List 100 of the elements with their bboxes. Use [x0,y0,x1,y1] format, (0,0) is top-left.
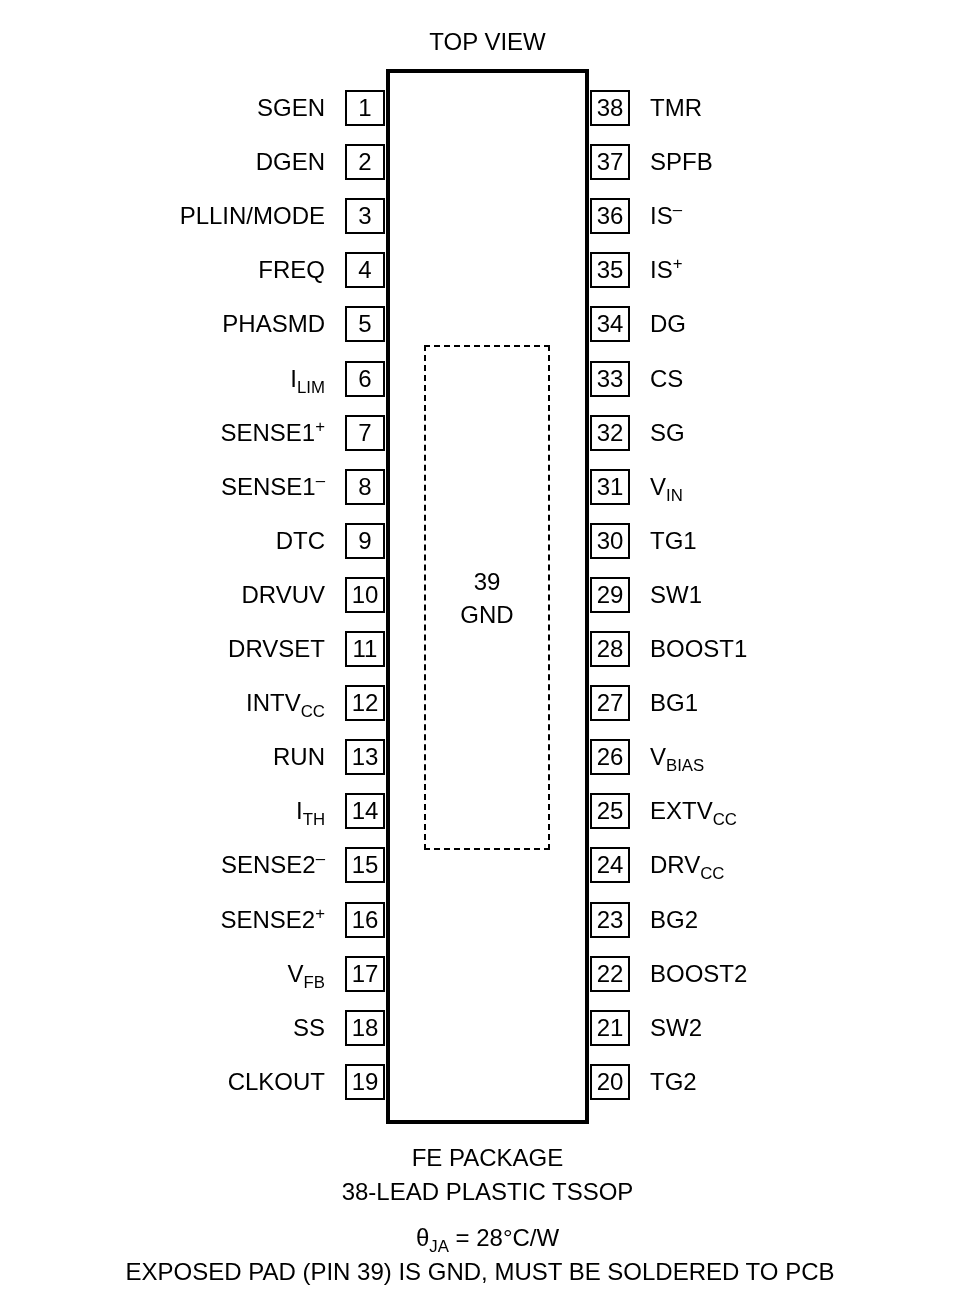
pin-box [590,144,630,181]
pin-box [345,955,385,992]
pin-number: 22 [596,959,624,988]
pin-name: SGEN [257,93,325,123]
pin-box [590,685,630,722]
pin-name: DGEN [255,147,325,178]
pin-number: 21 [596,1013,624,1042]
pin-box [590,468,630,505]
pin-box [590,631,630,667]
pin-number: 18 [351,1013,379,1042]
pin-box [590,306,630,343]
pin-name: TG2 [650,1066,697,1097]
pin-name: SG [650,417,685,448]
pin-box [345,468,385,505]
pin-box [345,252,385,289]
pin-number: 30 [596,526,624,555]
pin-name: CS [650,363,684,394]
pin-box [590,90,630,126]
pin-box [590,901,630,938]
pin-box [590,847,630,884]
pin-box [590,198,630,235]
pin-box [590,414,630,451]
pin-number: 16 [351,905,379,934]
pin-number: 20 [596,1067,624,1096]
exposed-pad [424,345,550,850]
pin-number: 36 [596,202,624,231]
view-title: TOP VIEW [429,28,546,56]
pin-number: 29 [596,580,624,609]
pin-name: RUN [273,742,325,773]
pin-number: 13 [351,743,379,772]
pin-number: 7 [358,418,372,447]
pin-name: BOOST2 [650,958,748,989]
pin-name: CLKOUT [227,1066,325,1097]
pin-name: SS [293,1012,325,1043]
pin-name: IS$^{–}$ [650,199,683,232]
pin-number: 19 [351,1067,379,1096]
pin-number: 23 [596,905,624,934]
pin-number: 14 [351,797,379,826]
pin-name: EXTV$_{CC}$ [650,796,737,830]
pin-name: DRV$_{CC}$ [650,850,725,884]
pin-name: PLLIN/MODE [179,201,325,232]
pin-name: I$_{TH}$ [295,796,325,830]
pin-number: 31 [596,472,624,501]
pin-number: 35 [596,256,624,285]
pin-box [590,739,630,776]
pin-number: 17 [351,959,379,988]
pin-name: V$_{IN}$ [650,471,683,505]
pin-box [345,90,385,126]
pin-number: 38 [596,94,624,122]
pin-box [345,631,385,667]
pin-box [590,522,630,559]
pin-number: 1 [358,94,372,122]
pin-number: 28 [596,635,624,663]
pin-box [345,793,385,830]
pin-number: 37 [596,148,624,177]
pin-name: TG1 [650,525,697,556]
pin-name: SENSE2$^{+}$ [220,902,325,935]
pin-number: 10 [351,580,379,609]
pin-box [590,252,630,289]
pin-number: 32 [596,418,624,447]
pin-box [345,901,385,938]
pin-number: 4 [358,256,372,285]
pin-name: V$_{FB}$ [287,958,325,992]
pin-number: 33 [596,364,624,393]
pin-box [345,414,385,451]
pin-name: BG1 [650,688,699,719]
pin-number: 15 [351,851,379,880]
pin-box [590,360,630,397]
pin-number: 26 [596,743,624,772]
pin-name: FREQ [258,255,325,286]
pin-number: 25 [596,797,624,826]
pin-name: SENSE1$^{–}$ [220,469,325,502]
pin-box [345,360,385,397]
pin-box [345,198,385,235]
pin-box [590,793,630,830]
pin-number: 11 [352,635,378,663]
pin-box [590,576,630,613]
pin-number: 12 [351,689,379,718]
pin-box [345,685,385,722]
pin-box [345,847,385,884]
pad-label: GND [460,599,514,630]
pin-name: BOOST1 [650,634,748,664]
pin-name: BG2 [650,904,699,935]
pin-number: 3 [358,202,372,231]
pin-box [345,1009,385,1046]
pin-box [590,955,630,992]
pin-number: 27 [596,689,624,718]
pin-name: TMR [650,93,702,123]
package-note: 38-LEAD PLASTIC TSSOP [341,1178,634,1206]
pin-number: 2 [358,148,372,177]
pin-box [345,1063,385,1100]
pad-number: 39 [473,566,501,597]
pin-number: 5 [358,310,372,339]
pin-name: DRVUV [241,579,325,610]
pin-number: 24 [596,851,624,880]
pin-name: I$_{LIM}$ [290,363,325,397]
pin-box [590,1009,630,1046]
pin-box [345,144,385,181]
pin-name: INTV$_{CC}$ [246,688,325,722]
pin-name: DG [650,309,686,340]
